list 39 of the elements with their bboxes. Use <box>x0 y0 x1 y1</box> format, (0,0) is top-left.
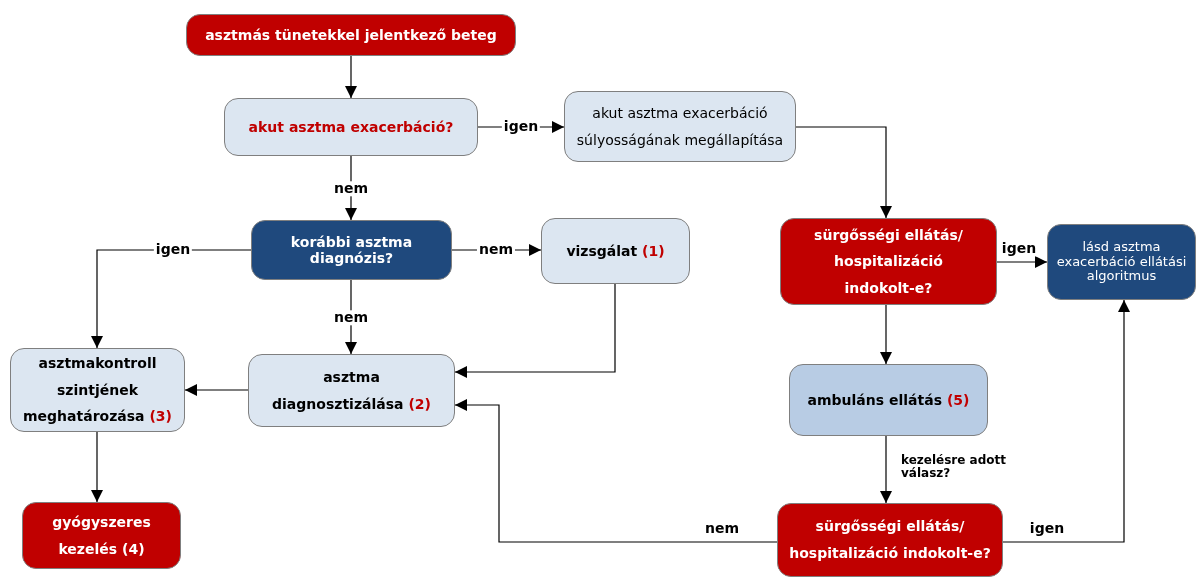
process-box <box>10 348 185 432</box>
node-text: sürgősségi ellátás/ hospitalizáció indokolt-e? <box>788 517 992 563</box>
arrow <box>1002 299 1130 543</box>
node-text: vizsgálat (1) <box>566 241 665 261</box>
terminal-box <box>186 14 516 56</box>
node-text: asztmakontroll szintjének meghatározása (3) <box>22 354 173 427</box>
arrow <box>880 304 892 365</box>
process-box <box>248 354 455 427</box>
edge-label: igen <box>1027 521 1067 537</box>
edge-label: igen <box>153 242 193 258</box>
decision-box <box>251 220 452 280</box>
arrow <box>795 126 892 219</box>
node-text: lásd asztma exacerbáció ellátási algoritmus <box>1056 239 1187 285</box>
arrow <box>345 55 357 99</box>
node-text: gyógyszeres kezelés (4) <box>51 512 152 559</box>
reference-box <box>1047 224 1196 300</box>
arrow <box>454 399 778 543</box>
arrow <box>880 435 892 504</box>
terminal-box <box>777 503 1003 577</box>
node-text: asztmás tünetekkel jelentkező beteg <box>205 25 497 45</box>
node-text: asztma diagnosztizálása (2) <box>271 367 432 414</box>
terminal-box <box>780 218 997 305</box>
edge-label: igen <box>501 119 541 135</box>
edge-label: kezelésre adott válasz? <box>900 454 1007 481</box>
node-text: korábbi asztma diagnózis? <box>289 233 414 267</box>
terminal-box <box>22 502 181 569</box>
arrow <box>91 431 103 503</box>
node-text: sürgősségi ellátás/ hospitalizáció indokolt-e? <box>813 225 964 298</box>
decision-box <box>224 98 478 156</box>
arrow <box>184 384 249 396</box>
node-text: akut asztma exacerbáció? <box>248 117 454 137</box>
arrow <box>454 283 616 378</box>
node-text: ambuláns ellátás (5) <box>807 390 970 410</box>
node-text: akut asztma exacerbáció súlyosságának megállapítása <box>575 103 785 150</box>
arrow <box>996 256 1048 268</box>
edge-label: igen <box>999 241 1039 257</box>
process-box <box>541 218 690 284</box>
process-box <box>564 91 796 162</box>
process-box <box>789 364 988 436</box>
